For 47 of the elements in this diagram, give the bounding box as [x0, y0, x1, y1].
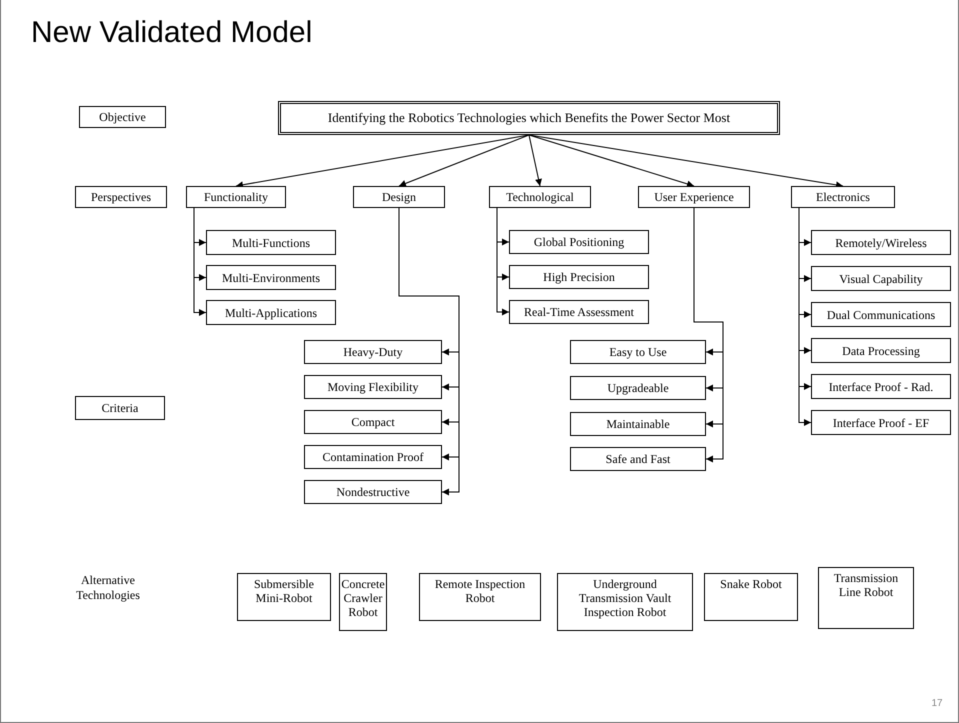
criterion-box: Visual Capability: [811, 266, 951, 291]
criterion-box: Interface Proof - EF: [811, 410, 951, 435]
row-heading: Alternative Technologies: [75, 573, 141, 603]
page-number: 17: [930, 698, 944, 709]
criterion-box: Compact: [304, 410, 442, 434]
criterion-box: Contamination Proof: [304, 445, 442, 469]
row-heading-box: Objective: [79, 106, 166, 128]
perspective-box: Design: [353, 186, 445, 208]
objective-box: Identifying the Robotics Technologies which Benefits the Power Sector Most: [278, 101, 780, 135]
arrow: [528, 134, 844, 188]
criterion-box: Nondestructive: [304, 480, 442, 504]
criterion-box: Maintainable: [570, 412, 706, 436]
criterion-box: Interface Proof - Rad.: [811, 374, 951, 399]
criterion-box: Multi-Functions: [206, 230, 336, 255]
row-heading-box: Criteria: [75, 396, 165, 420]
alternative-box: Remote Inspection Robot: [419, 573, 541, 621]
criterion-box: Remotely/Wireless: [811, 230, 951, 255]
perspective-box: Technological: [489, 186, 591, 208]
criterion-box: High Precision: [509, 265, 649, 289]
criterion-box: Multi-Applications: [206, 300, 336, 325]
alternative-box: Submersible Mini-Robot: [237, 573, 331, 621]
alternative-box: Underground Transmission Vault Inspection Robot: [557, 573, 693, 631]
arrow: [236, 134, 530, 188]
alternative-box: Transmission Line Robot: [818, 567, 914, 629]
arrow: [798, 208, 812, 426]
arrow: [528, 134, 542, 186]
arrow: [398, 134, 530, 187]
criterion-box: Dual Communications: [811, 302, 951, 327]
criterion-box: Safe and Fast: [570, 447, 706, 471]
criterion-box: Easy to Use: [570, 340, 706, 364]
criterion-box: Upgradeable: [570, 376, 706, 400]
criterion-box: Moving Flexibility: [304, 375, 442, 399]
arrow: [194, 208, 206, 316]
perspective-box: User Experience: [638, 186, 750, 208]
perspective-box: Functionality: [186, 186, 286, 208]
alternative-box: Snake Robot: [704, 573, 798, 621]
arrow: [528, 134, 694, 188]
perspective-box: Electronics: [791, 186, 895, 208]
criterion-box: Real-Time Assessment: [509, 300, 649, 324]
criterion-box: Global Positioning: [509, 230, 649, 254]
slide-title: New Validated Model: [31, 16, 312, 50]
arrow: [496, 208, 510, 316]
row-heading-box: Perspectives: [75, 186, 167, 208]
criterion-box: Multi-Environments: [206, 265, 336, 290]
criterion-box: Data Processing: [811, 338, 951, 363]
criterion-box: Heavy-Duty: [304, 340, 442, 364]
alternative-box: Concrete Crawler Robot: [339, 573, 387, 631]
